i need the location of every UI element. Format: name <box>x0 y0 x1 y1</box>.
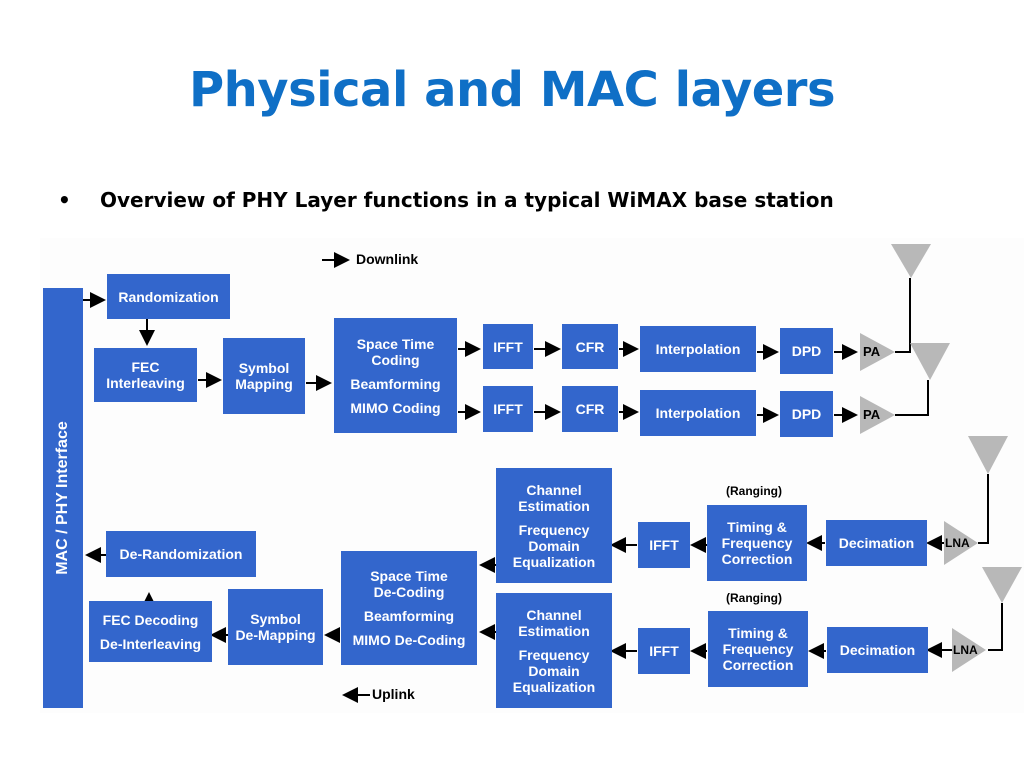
interpolation-block-1: Interpolation <box>640 326 756 372</box>
rx-antenna-icon <box>982 567 1022 603</box>
de-randomization-block: De-Randomization <box>106 531 256 577</box>
block-label: Interpolation <box>655 341 741 357</box>
cfr-block-1: CFR <box>562 324 618 369</box>
pa-amplifier-icon <box>860 333 895 371</box>
bullet-dot: • <box>58 188 71 212</box>
ifft-block-1: IFFT <box>483 324 533 369</box>
timing-frequency-correction-block-1: Timing & Frequency Correction <box>707 505 807 581</box>
uplink-legend-label: Uplink <box>372 686 415 702</box>
block-label: IFFT <box>649 643 679 659</box>
decimation-block-1: Decimation <box>826 520 927 566</box>
timing-frequency-correction-block-2: Timing & Frequency Correction <box>708 611 808 687</box>
block-label: FEC <box>131 359 160 375</box>
tx-antenna-icon <box>891 244 931 278</box>
block-label: DPD <box>791 343 822 359</box>
block-label: IFFT <box>493 401 523 417</box>
slide-title: Physical and MAC layers <box>188 62 836 118</box>
block-label: MIMO Coding <box>350 399 441 416</box>
block-label: Channel <box>526 481 582 498</box>
block-label: FEC Decoding <box>102 611 199 628</box>
block-label: Correction <box>721 551 793 567</box>
ifft-uplink-block-2: IFFT <box>638 628 690 674</box>
block-label: Symbol <box>238 360 290 376</box>
block-label: CFR <box>575 338 605 355</box>
pa-label-2: PA <box>863 407 881 422</box>
block-label: Decimation <box>839 642 916 658</box>
block-label: MIMO De-Coding <box>352 632 466 648</box>
block-label: Interleaving <box>106 375 185 391</box>
block-label: Timing & <box>727 519 787 535</box>
ranging-label-1: (Ranging) <box>726 484 782 498</box>
block-label: Frequency <box>722 641 794 657</box>
block-label: Timing & <box>728 625 788 641</box>
downlink-legend-label: Downlink <box>356 251 419 267</box>
block-label: Correction <box>722 657 794 673</box>
lna-amplifier-icon <box>952 628 986 672</box>
channel-estimation-equalization-block-2: Channel Estimation Frequency Domain Equa… <box>496 593 612 708</box>
block-label: Beamforming <box>363 608 455 624</box>
block-label: Symbol <box>250 611 301 627</box>
block-label: De-Randomization <box>119 546 243 562</box>
block-label: Estimation <box>518 622 590 639</box>
block-label: Mapping <box>235 376 293 392</box>
block-label: Randomization <box>118 288 219 305</box>
block-label: Estimation <box>518 497 590 514</box>
symbol-mapping-block: Symbol Mapping <box>223 338 305 414</box>
lna-label-1: LNA <box>945 536 970 550</box>
block-label: Beamforming <box>350 375 441 392</box>
block-label: Space Time <box>370 568 448 584</box>
pa-label-1: PA <box>863 344 881 359</box>
rx-antenna-icon <box>968 436 1008 474</box>
block-label: IFFT <box>649 537 679 553</box>
block-label: De-Coding <box>373 584 445 600</box>
block-label: Frequency <box>518 521 590 538</box>
block-label: DPD <box>791 406 822 422</box>
block-label: De-Mapping <box>235 627 316 643</box>
ranging-label-2: (Ranging) <box>726 591 782 605</box>
block-label: Interpolation <box>655 405 741 421</box>
phy-block-diagram: MAC / PHY Interface Downlink Uplink Rand… <box>40 238 1024 713</box>
mac-phy-interface-label: MAC / PHY Interface <box>54 421 71 575</box>
ifft-block-2: IFFT <box>483 386 533 432</box>
symbol-demapping-block: Symbol De-Mapping <box>228 589 323 665</box>
bullet-text: Overview of PHY Layer functions in a typ… <box>100 188 834 212</box>
space-time-coding-block: Space Time Coding Beamforming MIMO Codin… <box>334 318 457 433</box>
ifft-uplink-block-1: IFFT <box>638 522 690 568</box>
connector-lines <box>83 244 1022 703</box>
block-label: Channel <box>526 606 582 623</box>
block-label: Domain <box>528 537 580 554</box>
block-label: Equalization <box>512 553 596 570</box>
block-label: Frequency <box>518 646 590 663</box>
cfr-block-2: CFR <box>562 386 618 432</box>
decimation-block-2: Decimation <box>827 627 928 673</box>
space-time-decoding-block: Space Time De-Coding Beamforming MIMO De… <box>341 551 477 665</box>
lna-label-2: LNA <box>953 643 978 657</box>
randomization-block: Randomization <box>107 274 230 319</box>
block-label: Equalization <box>512 678 596 695</box>
channel-estimation-equalization-block-1: Channel Estimation Frequency Domain Equa… <box>496 468 612 583</box>
block-label: Domain <box>528 662 580 679</box>
block-label: CFR <box>575 401 605 417</box>
dpd-block-1: DPD <box>780 328 833 374</box>
block-label: Space Time <box>356 335 435 352</box>
pa-amplifier-icon <box>860 396 895 434</box>
lna-amplifier-icon <box>944 521 978 565</box>
interpolation-block-2: Interpolation <box>640 390 756 436</box>
fec-interleaving-block: FEC Interleaving <box>94 348 197 402</box>
block-label: Coding <box>371 351 420 368</box>
block-label: Frequency <box>721 535 793 551</box>
tx-antenna-icon <box>910 343 950 380</box>
dpd-block-2: DPD <box>780 391 833 437</box>
block-label: IFFT <box>493 338 523 355</box>
mac-phy-interface-bar: MAC / PHY Interface <box>43 288 83 708</box>
fec-decoding-deinterleaving-block: FEC Decoding De-Interleaving <box>89 601 212 662</box>
block-label: Decimation <box>838 535 915 551</box>
block-label: De-Interleaving <box>99 635 202 652</box>
